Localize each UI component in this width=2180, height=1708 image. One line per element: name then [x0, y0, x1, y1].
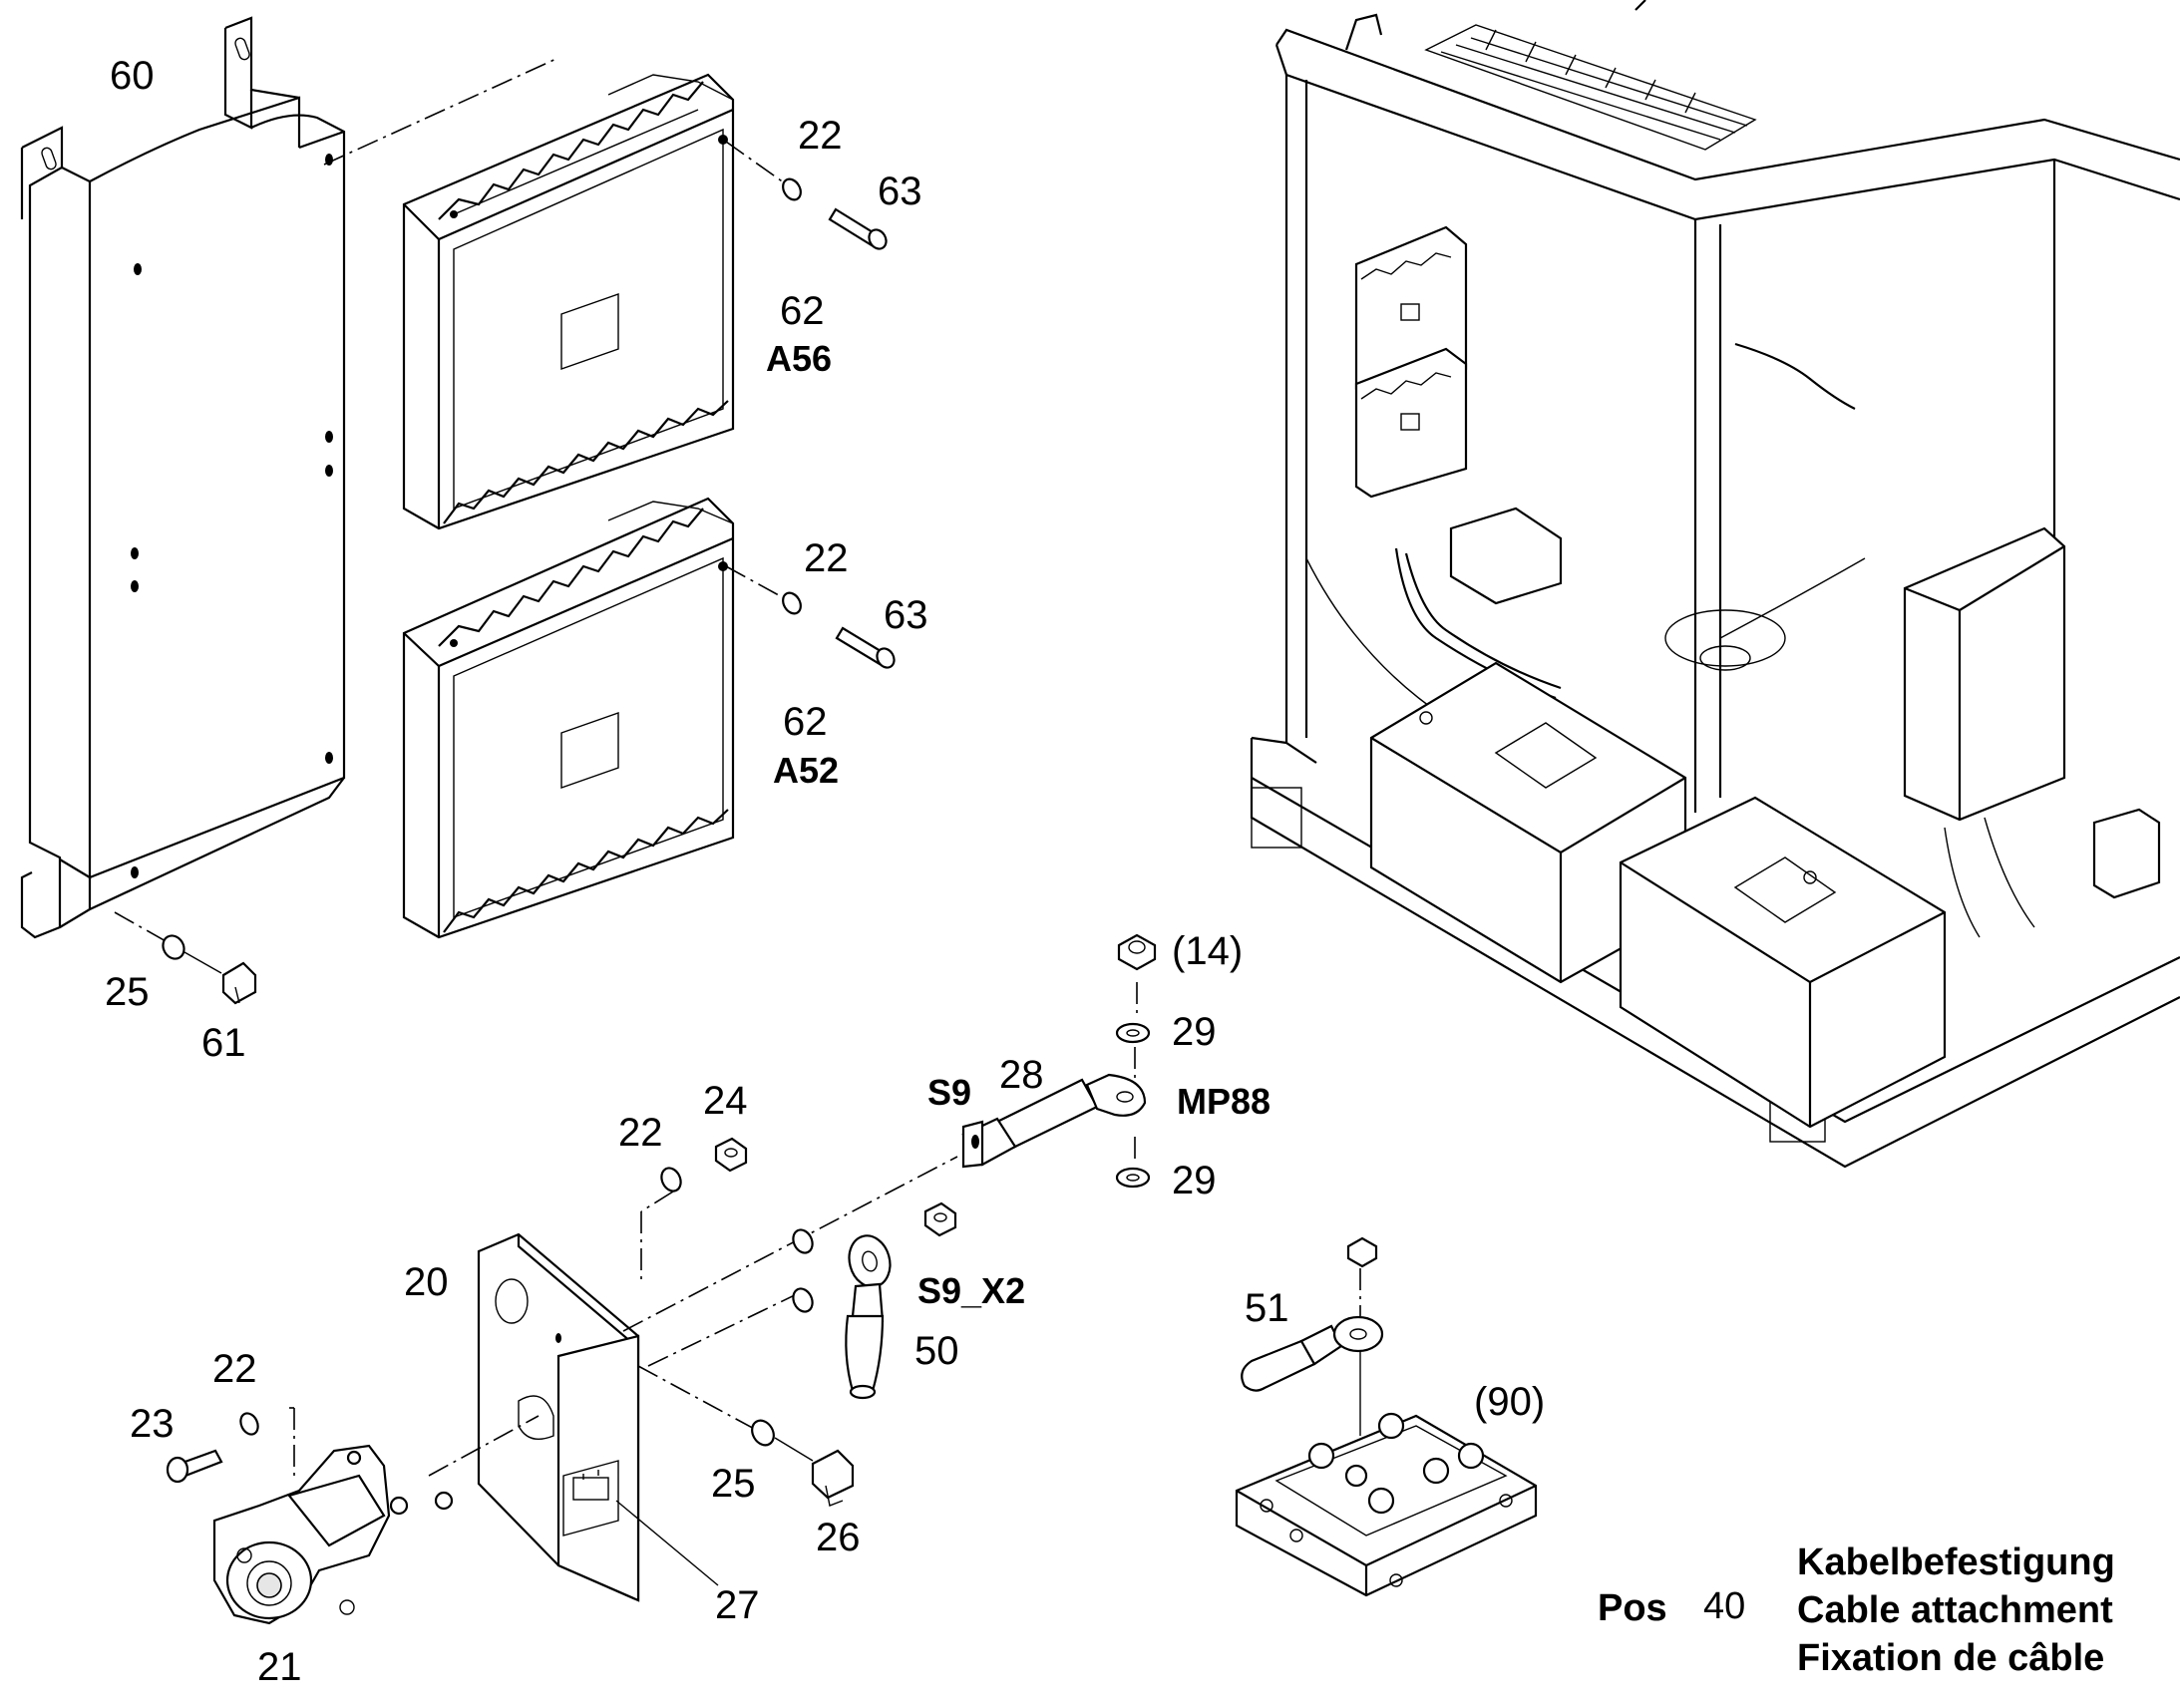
- callout-s9-x2: S9_X2: [917, 1270, 1026, 1311]
- callout-62-lower: 62: [783, 700, 828, 744]
- callout-50: 50: [914, 1329, 959, 1373]
- callout-60: 60: [110, 54, 155, 98]
- callout-21: 21: [257, 1645, 302, 1689]
- callout-22-s9: 22: [618, 1111, 663, 1155]
- callout-a56: A56: [766, 338, 833, 379]
- legend-title-en: Cable attachment: [1797, 1589, 2113, 1631]
- callout-24: 24: [703, 1079, 748, 1123]
- nut-s9: [923, 1201, 957, 1237]
- callout-25-lower: 25: [711, 1462, 756, 1506]
- callout-a52: A52: [773, 750, 840, 791]
- screw-26: [811, 1449, 855, 1507]
- callout-s9: S9: [927, 1072, 972, 1113]
- controller-a52: [402, 497, 735, 939]
- battery-switch-21: [212, 1444, 454, 1625]
- roof-grille: [1440, 29, 1748, 141]
- mounting-bracket-60: [20, 16, 346, 939]
- callout-22-lower: 22: [804, 536, 849, 580]
- screw-63-upper: [828, 207, 888, 250]
- legend-pos-number: 40: [1703, 1585, 1746, 1627]
- callout-90: (90): [1474, 1380, 1546, 1424]
- cable-lug-51: [1241, 1315, 1384, 1392]
- switch-bracket-20: [477, 1232, 640, 1602]
- callout-27: 27: [715, 1583, 760, 1627]
- nut-14: [1117, 933, 1157, 971]
- terminal-block-90: [1235, 1412, 1538, 1597]
- callout-14: (14): [1172, 929, 1244, 973]
- screw-61: [221, 961, 257, 1005]
- nut-90: [1346, 1236, 1378, 1268]
- callout-51: 51: [1245, 1286, 1289, 1330]
- callout-23: 23: [130, 1402, 175, 1446]
- nut-24: [714, 1137, 748, 1173]
- callout-62-upper: 62: [780, 289, 825, 333]
- callout-63-lower: 63: [884, 593, 928, 637]
- legend-title-fr: Fixation de câble: [1797, 1637, 2105, 1679]
- callout-22-switch: 22: [212, 1347, 257, 1391]
- callout-29-upper: 29: [1172, 1010, 1217, 1054]
- battery-symbol: [572, 1470, 609, 1501]
- screw-63-lower: [835, 626, 896, 669]
- machine-frame-assembly: [1250, 0, 2180, 1169]
- callout-61: 61: [201, 1021, 246, 1065]
- callout-25-upper: 25: [105, 970, 150, 1014]
- callout-26: 26: [816, 1516, 861, 1559]
- callout-mp88: MP88: [1177, 1081, 1272, 1122]
- callout-63-upper: 63: [878, 170, 922, 213]
- callout-20: 20: [404, 1260, 449, 1304]
- legend-title-de: Kabelbefestigung: [1797, 1541, 2115, 1583]
- controller-a56: [402, 73, 735, 530]
- screw-23: [166, 1449, 223, 1484]
- cable-lug-28: [961, 1073, 1147, 1169]
- callout-22-upper: 22: [798, 114, 843, 158]
- cable-50: [845, 1234, 892, 1400]
- callout-28: 28: [999, 1053, 1044, 1097]
- legend-pos-label: Pos: [1598, 1587, 1667, 1629]
- callout-29-lower: 29: [1172, 1159, 1217, 1202]
